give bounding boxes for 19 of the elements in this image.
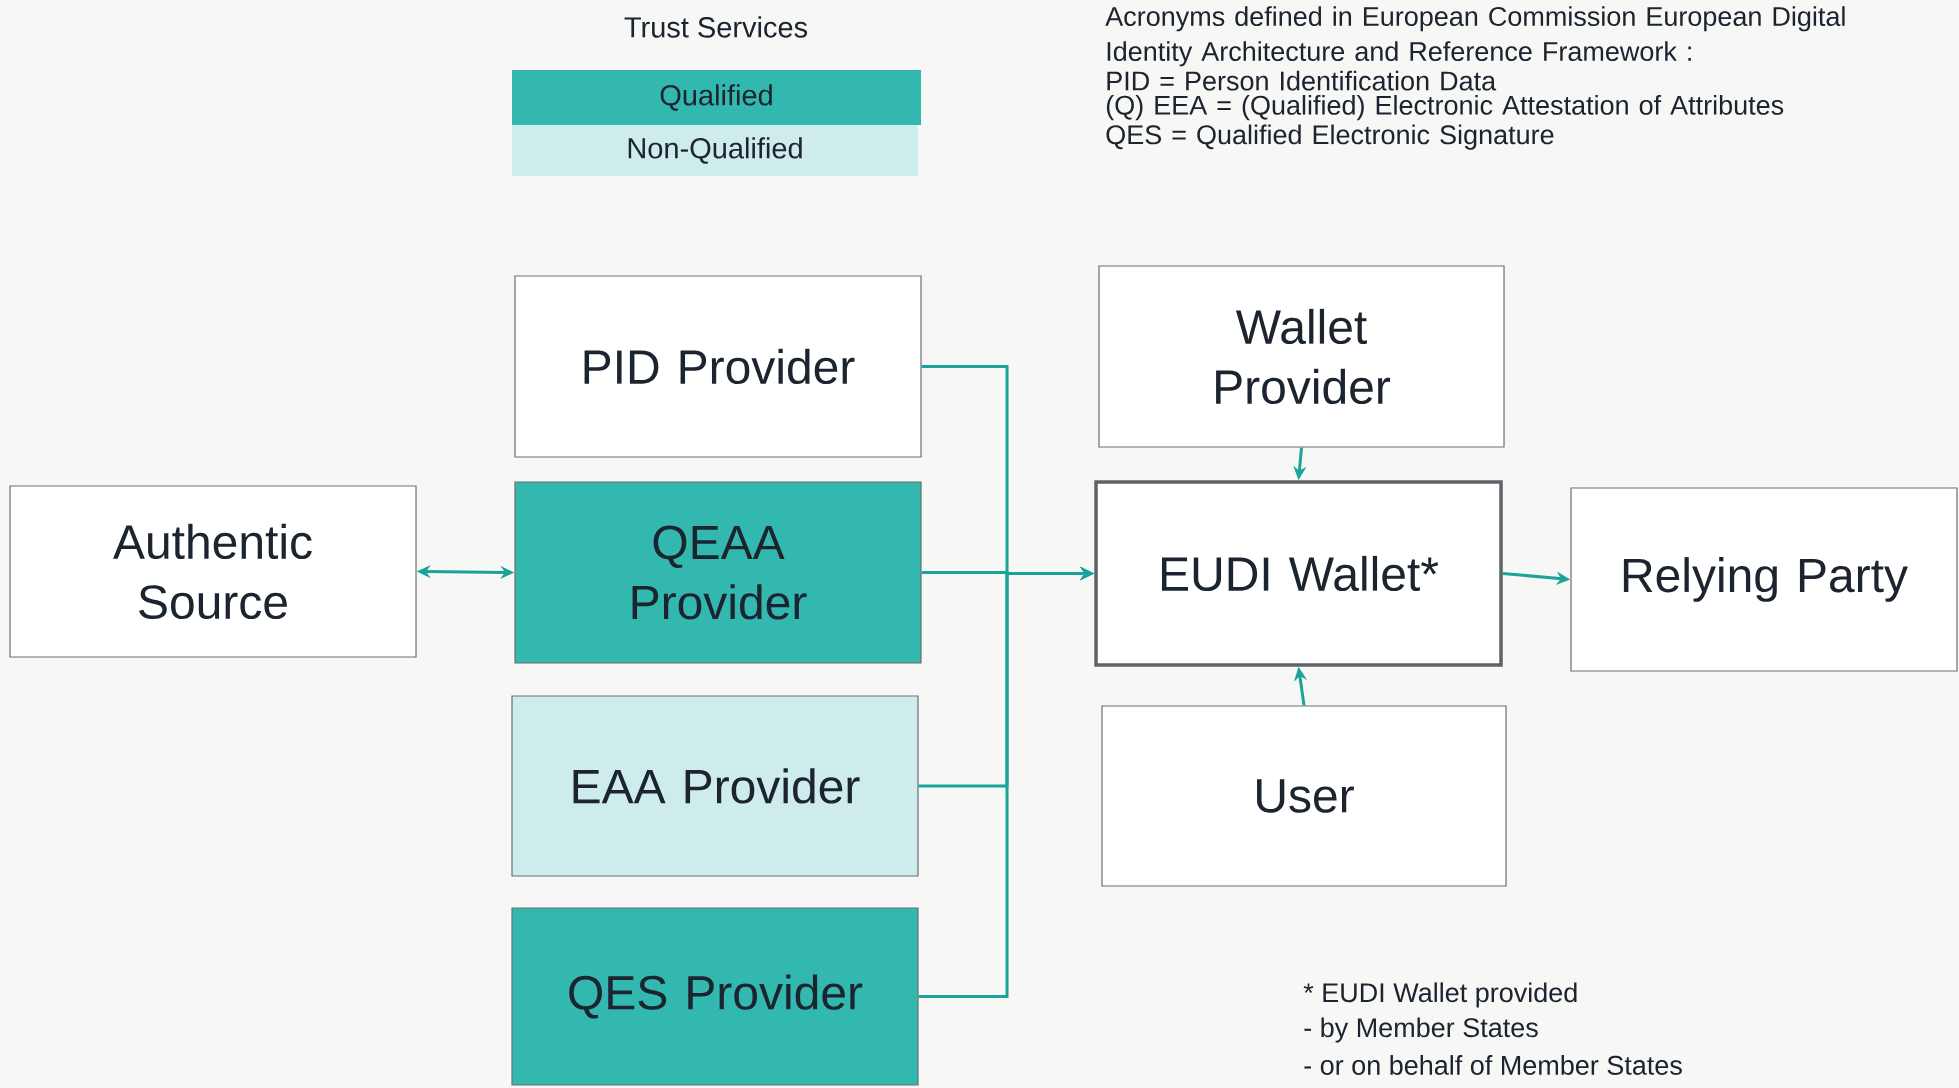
acronym-definition: PID = Person Identification Data (1107, 70, 1497, 91)
legend-text: Qualified (660, 84, 772, 111)
provider-box: EAA Provider (511, 695, 919, 877)
provider-box: Authentic Source (9, 485, 417, 658)
footnote: - by Member States (1304, 1017, 1538, 1043)
provider-box: PID Provider (514, 275, 922, 458)
provider-box: QES Provider (511, 907, 919, 1086)
note-heading: Acronyms defined in European Commission European Digital Identity Architecture and Reference Framework : (1105, 6, 1845, 67)
footnote: * EUDI Wallet provided (1303, 982, 1577, 1008)
legend-text: Non-Qualified (628, 137, 802, 164)
acronym-definition: (Q) EEA = (Qualified) Electronic Attestation of Attributes (1106, 95, 1784, 121)
provider-box: Relying Party (1570, 487, 1958, 672)
legend-title: Trust Services (624, 16, 808, 38)
provider-box: QEAA Provider (514, 481, 922, 664)
provider-box: Wallet Provider (1098, 265, 1505, 448)
provider-box: User (1101, 705, 1507, 887)
footnote: - or on behalf of Member States (1304, 1055, 1682, 1075)
wallet-box: EUDI Wallet* (1094, 480, 1503, 667)
acronym-definition: QES = Qualified Electronic Signature (1106, 124, 1554, 150)
